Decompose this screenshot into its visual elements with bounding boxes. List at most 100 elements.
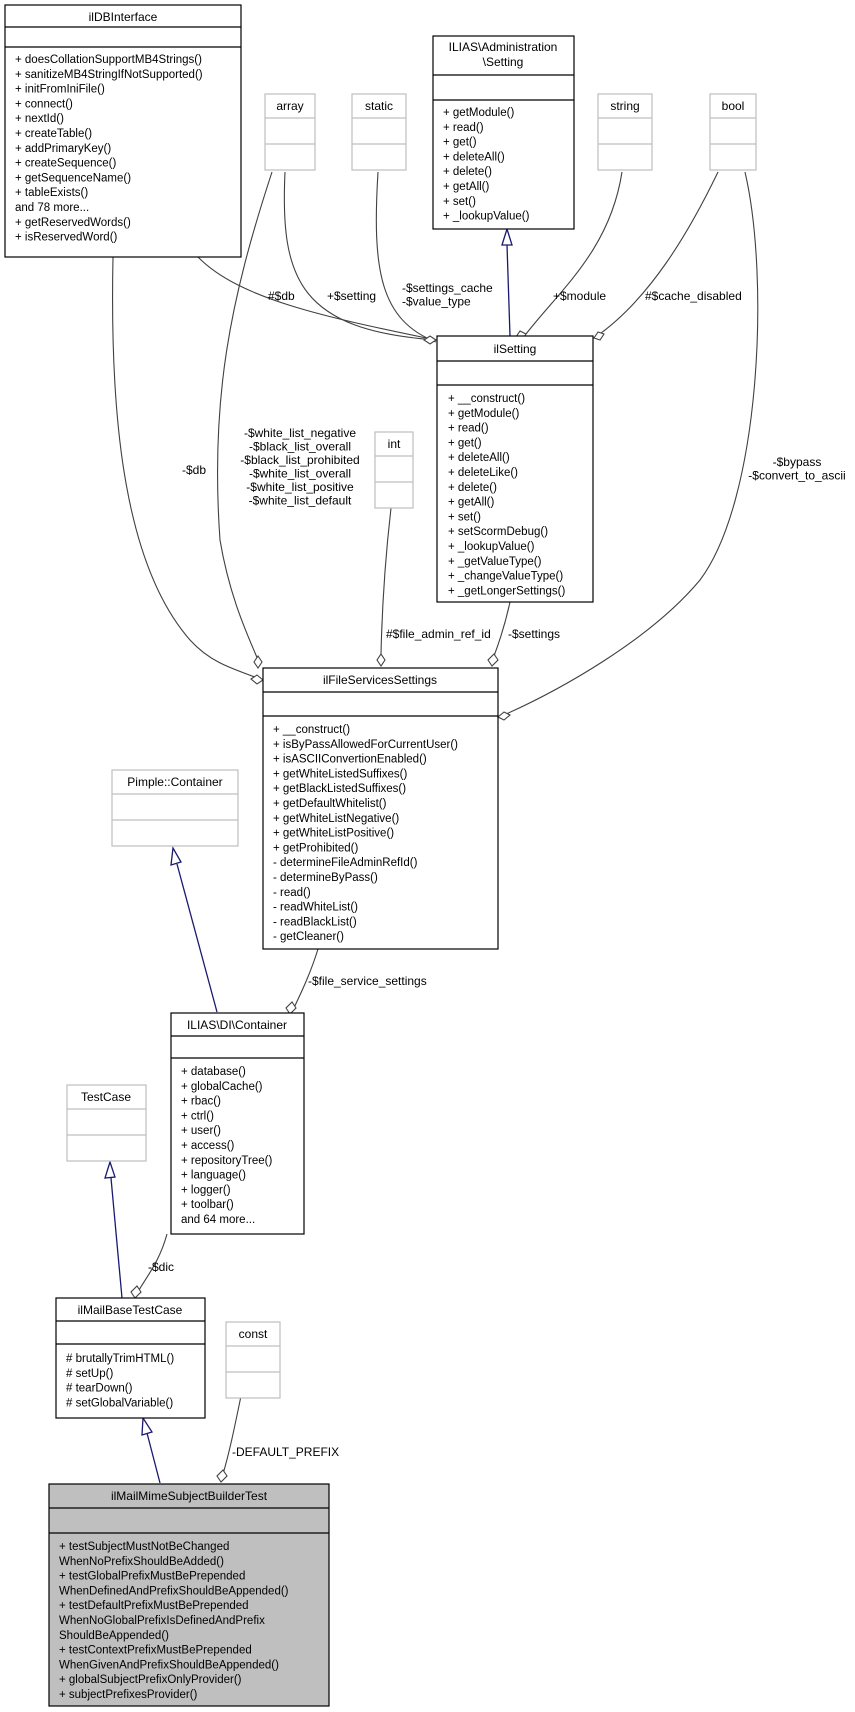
class-title: Pimple::Container bbox=[127, 775, 222, 789]
class-member: + getWhiteListNegative() bbox=[273, 813, 399, 825]
diamond-filesettings-bool bbox=[497, 711, 511, 721]
class-member: + getAll() bbox=[448, 497, 495, 509]
member-list: # brutallyTrimHTML()# setUp()# tearDown(… bbox=[66, 1353, 174, 1409]
class-ilmailmimesubjectbuildertest[interactable]: ilMailMimeSubjectBuilderTest + testSubje… bbox=[48, 1483, 330, 1707]
edge-bool-filesettings bbox=[503, 171, 759, 716]
class-member: + globalSubjectPrefixOnlyProvider() bbox=[59, 1674, 242, 1686]
class-member: and 78 more... bbox=[15, 202, 89, 214]
class-member: WhenGivenAndPrefixShouldBeAppended() bbox=[59, 1659, 279, 1671]
edge-bool-ilsetting bbox=[593, 171, 719, 339]
text-line: -$black_list_overall bbox=[249, 440, 351, 454]
class-member: + database() bbox=[181, 1066, 246, 1078]
class-member: + sanitizeMB4StringIfNotSupported() bbox=[15, 69, 203, 81]
inherit-arrow-testcase bbox=[104, 1159, 116, 1179]
class-member: + _getLongerSettings() bbox=[448, 585, 565, 597]
label-settings: -$settings bbox=[508, 627, 560, 641]
class-title: array bbox=[276, 99, 303, 113]
class-title: ILIAS\DI\Container bbox=[187, 1018, 287, 1032]
class-member: + isASCIIConvertionEnabled() bbox=[273, 754, 427, 766]
class-member: + getReservedWords() bbox=[15, 217, 131, 229]
diamond-filesettings-array bbox=[253, 655, 263, 669]
class-const[interactable]: const bbox=[225, 1321, 281, 1399]
class-member: + language() bbox=[181, 1170, 246, 1182]
edge-labels: #$db +$setting -$settings_cache-$value_t… bbox=[148, 281, 846, 1459]
class-member: + logger() bbox=[181, 1184, 231, 1196]
class-ilmailbasetestcase[interactable]: ilMailBaseTestCase # brutallyTrimHTML()#… bbox=[55, 1297, 206, 1419]
class-member: + testSubjectMustNotBeChanged bbox=[59, 1541, 229, 1553]
class-title: ilSetting bbox=[494, 342, 537, 356]
class-member: WhenDefinedAndPrefixShouldBeAppended() bbox=[59, 1585, 289, 1597]
class-title: ilMailBaseTestCase bbox=[78, 1303, 183, 1317]
text-line: -$bypass bbox=[773, 455, 822, 469]
text-line: \Setting bbox=[483, 55, 524, 69]
edge-int-filesettings bbox=[380, 507, 392, 655]
class-member: + getModule() bbox=[443, 107, 514, 119]
label-module: +$module bbox=[553, 289, 606, 303]
member-list: + __construct() + isByPassAllowedForCurre… bbox=[273, 724, 458, 943]
diamond-filesettings-int bbox=[376, 653, 386, 667]
class-member: + toolbar() bbox=[181, 1199, 234, 1211]
edge-static-ilsetting bbox=[375, 171, 437, 343]
class-member: + doesCollationSupportMB4Strings() bbox=[15, 54, 202, 66]
class-int[interactable]: int bbox=[374, 431, 414, 509]
class-testcase[interactable]: TestCase bbox=[66, 1084, 147, 1162]
class-member: + globalCache() bbox=[181, 1081, 263, 1093]
label-file-admin-ref-id: #$file_admin_ref_id bbox=[386, 627, 491, 641]
class-member: - determineByPass() bbox=[273, 872, 378, 884]
class-title: ilFileServicesSettings bbox=[323, 673, 437, 687]
edge-dicontainer-mailbase bbox=[138, 1233, 168, 1291]
class-member: + isByPassAllowedForCurrentUser() bbox=[273, 739, 458, 751]
text-line: -$black_list_prohibited bbox=[240, 453, 359, 467]
class-pimple-container[interactable]: Pimple::Container bbox=[111, 769, 239, 847]
class-bool[interactable]: bool bbox=[709, 93, 757, 171]
text-line: -$white_list_negative bbox=[244, 426, 356, 440]
class-array[interactable]: array bbox=[264, 93, 316, 171]
class-member: + getSequenceName() bbox=[15, 172, 131, 184]
class-ildbinterface[interactable]: ilDBInterface + doesCollationSupportMB4S… bbox=[4, 4, 242, 258]
class-di-container[interactable]: ILIAS\DI\Container + database() + globalC… bbox=[170, 1012, 305, 1235]
class-member: + tableExists() bbox=[15, 187, 88, 199]
class-member: + __construct() bbox=[448, 393, 525, 405]
class-member: + getWhiteListPositive() bbox=[273, 828, 394, 840]
class-member: + getBlackListedSuffixes() bbox=[273, 783, 406, 795]
class-administration-setting[interactable]: ILIAS\Administration\Setting + getModule… bbox=[432, 35, 575, 230]
class-member: WhenNoPrefixShouldBeAdded() bbox=[59, 1556, 224, 1568]
label-file-service-settings: -$file_service_settings bbox=[308, 974, 427, 988]
class-member: + isReservedWord() bbox=[15, 232, 118, 244]
class-member: + ctrl() bbox=[181, 1110, 214, 1122]
class-member: + __construct() bbox=[273, 724, 350, 736]
text-line: -$white_list_overall bbox=[249, 467, 351, 481]
diamond-dicontainer-filesettings bbox=[285, 1001, 297, 1015]
class-member: + delete() bbox=[448, 482, 497, 494]
class-member: + testDefaultPrefixMustBePrepended bbox=[59, 1600, 249, 1612]
class-member: + _getValueType() bbox=[448, 556, 542, 568]
class-member: + user() bbox=[181, 1125, 221, 1137]
member-list: + testSubjectMustNotBeChangedWhenNoPrefi… bbox=[59, 1541, 289, 1701]
label-white-lists: -$white_list_negative-$black_list_overal… bbox=[240, 426, 359, 508]
member-list: + __construct() + getModule() + read() + ge… bbox=[448, 393, 565, 597]
class-member: + read() bbox=[448, 423, 489, 435]
class-title: TestCase bbox=[81, 1090, 131, 1104]
class-member: + deleteLike() bbox=[448, 467, 518, 479]
class-member: ShouldBeAppended() bbox=[59, 1630, 169, 1642]
diamond-mailbase-dic bbox=[130, 1285, 142, 1299]
class-member: WhenNoGlobalPrefixIsDefinedAndPrefix bbox=[59, 1615, 265, 1627]
text-line: -$convert_to_ascii bbox=[748, 469, 845, 483]
class-member: + access() bbox=[181, 1140, 235, 1152]
edge-string-ilsetting bbox=[525, 171, 623, 335]
class-title: ilMailMimeSubjectBuilderTest bbox=[111, 1489, 268, 1503]
class-member: + getModule() bbox=[448, 408, 519, 420]
edge-array-filesettings bbox=[216, 171, 273, 661]
class-static[interactable]: static bbox=[351, 93, 407, 171]
edge-db-filesettings bbox=[111, 256, 264, 681]
class-member: + rbac() bbox=[181, 1096, 221, 1108]
class-ilfileservicessettings[interactable]: ilFileServicesSettings + __construct()+ … bbox=[262, 667, 499, 950]
class-string[interactable]: string bbox=[597, 93, 653, 171]
class-member: + deleteAll() bbox=[448, 452, 510, 464]
class-member: + repositoryTree() bbox=[181, 1155, 272, 1167]
class-ilsetting[interactable]: ilSetting + __construct()+ getModule()+ … bbox=[436, 335, 594, 603]
class-member: + _lookupValue() bbox=[443, 211, 530, 223]
class-member: + addPrimaryKey() bbox=[15, 143, 111, 155]
class-member: + getAll() bbox=[443, 181, 490, 193]
edge-const-mimetest bbox=[222, 1395, 242, 1475]
